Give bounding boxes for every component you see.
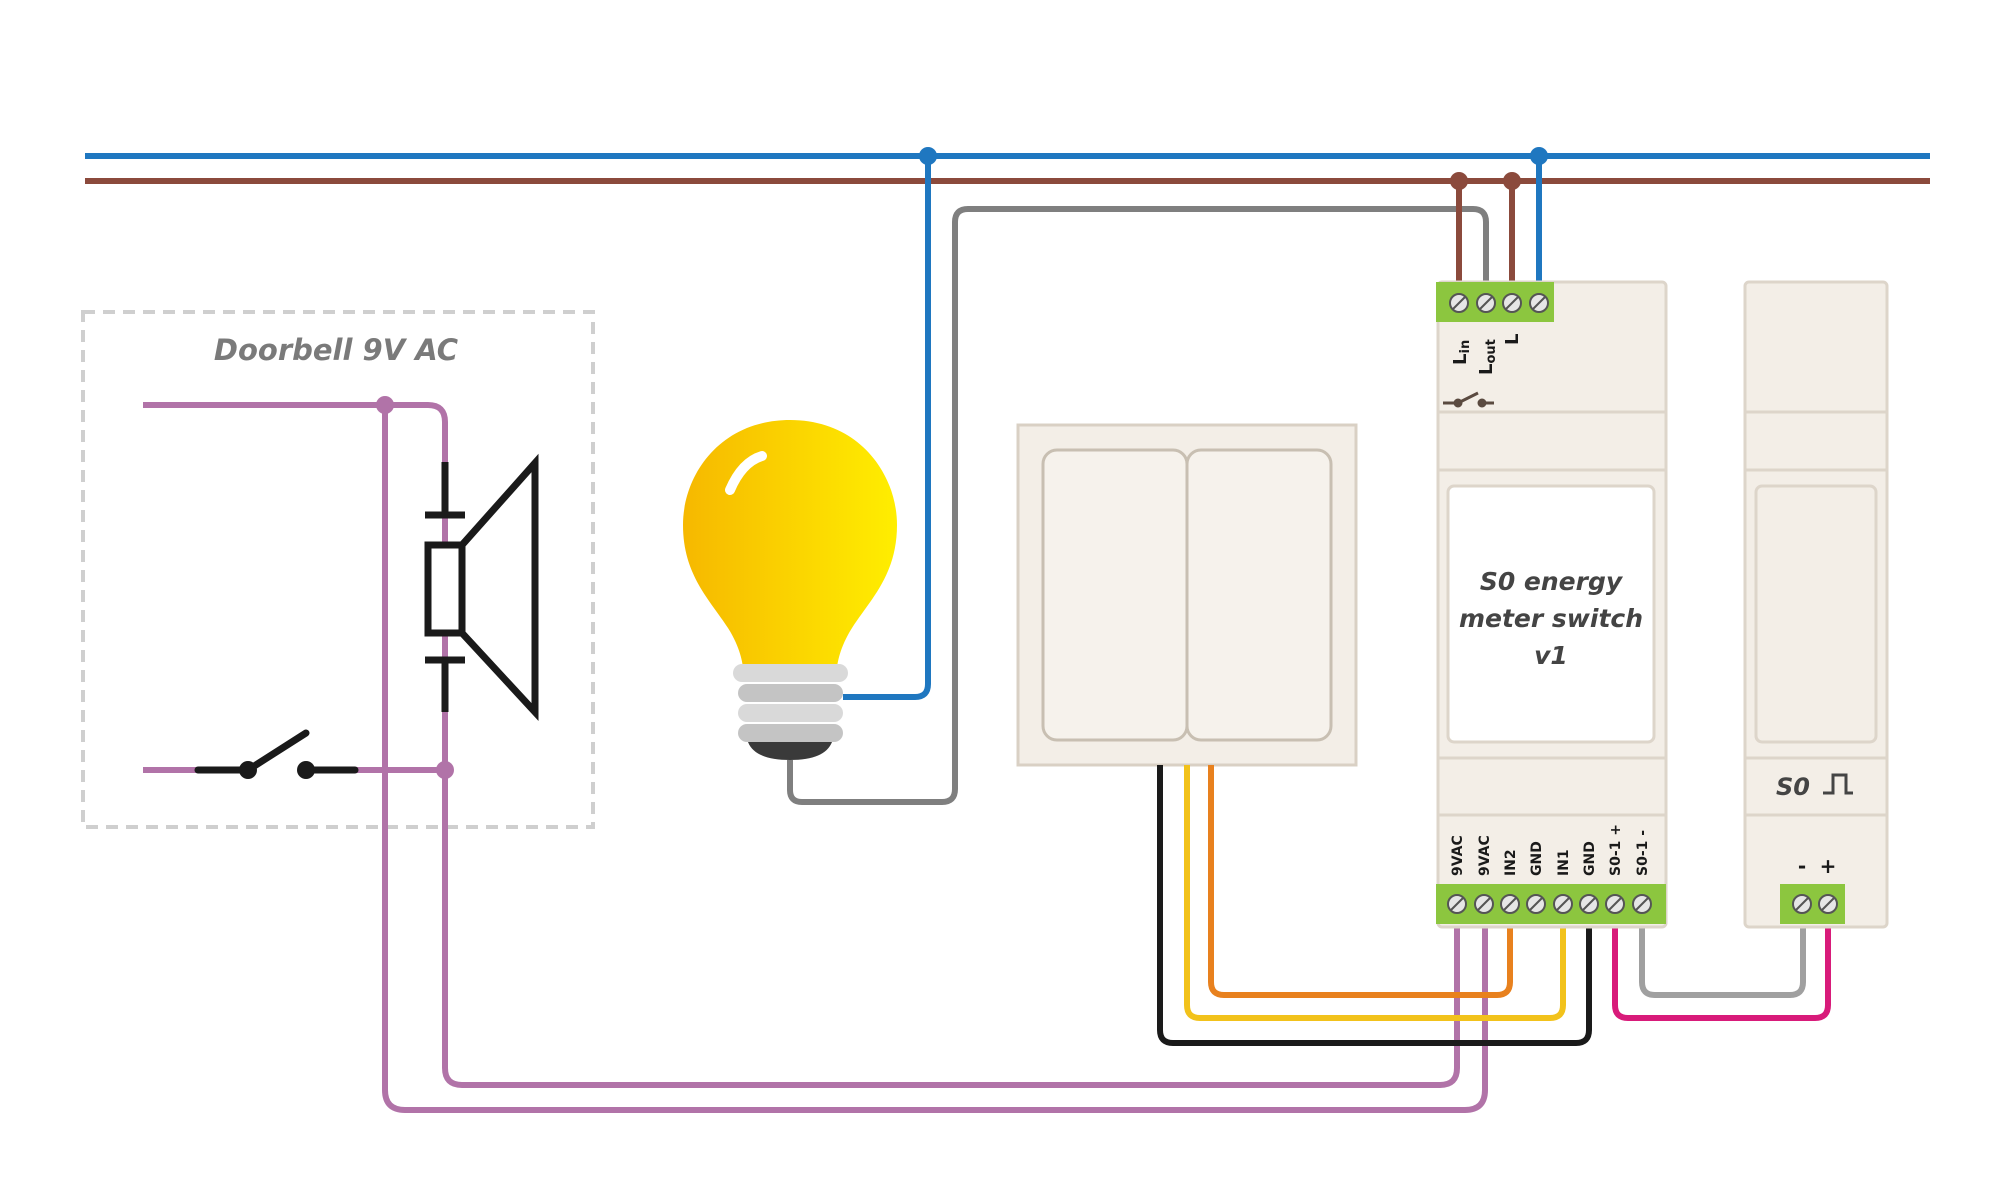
terminal-label-lout: Lout [1476,339,1499,375]
meter-terminal-minus: - [1798,854,1806,878]
top-terminal-screw-1 [1449,293,1469,313]
bottom-terminal-screw-1 [1447,894,1467,914]
doorbell-junction-top [376,396,394,414]
wall-switch [1016,423,1358,767]
bottom-terminal-label: S0-1 + [1608,824,1624,876]
live-junction-lin [1450,172,1468,190]
bottom-terminal-screw-5 [1553,894,1573,914]
bottom-terminal-label: GND [1582,841,1598,876]
module-label-window [1446,484,1656,744]
pushbutton-switch-icon [194,729,359,779]
bottom-terminal-screw-8 [1632,894,1652,914]
bottom-terminal-label: S0-1 - [1635,830,1651,876]
live-junction-l [1503,172,1521,190]
s0-module: S0 energy meter switch v1 [1436,280,1668,929]
meter-label: S0 [1776,773,1810,801]
in1-wire [1184,765,1566,1021]
top-terminal-screw-4 [1529,293,1549,313]
speaker-icon [424,453,539,721]
top-terminal-screw-2 [1476,293,1496,313]
bulb-neutral-wire [843,156,931,700]
bottom-terminal-screw-3 [1500,894,1520,914]
pulse-icon [1823,773,1853,795]
s0-minus-wire [1639,925,1806,998]
meter-terminal-screw-1 [1792,894,1812,914]
terminal-label-lin: Lin [1450,340,1473,365]
in2-wire [1208,765,1513,998]
bottom-terminal-screw-7 [1605,894,1625,914]
bottom-terminal-label: 9VAC [1477,835,1493,876]
s0-meter: S0 - + [1743,280,1889,929]
module-title-line-3: v1 [1534,641,1568,670]
neutral-junction-module [1530,147,1548,165]
meter-terminal-screw-2 [1818,894,1838,914]
s0-plus-wire [1612,925,1831,1021]
bottom-terminal-label: 9VAC [1450,835,1466,876]
bottom-terminal-label: IN2 [1503,849,1519,876]
bottom-terminal-screw-4 [1526,894,1546,914]
module-title-line-2: meter switch [1459,604,1643,633]
light-bulb-icon [683,420,897,760]
module-bottom-terminal-block [1436,884,1666,924]
relay-contact-icon [1443,391,1494,408]
bottom-terminal-screw-2 [1474,894,1494,914]
doorbell-title: Doorbell 9V AC [214,333,458,367]
bottom-terminal-label: IN1 [1556,849,1572,876]
module-title-line-1: S0 energy [1480,567,1624,596]
bottom-terminal-screw-6 [1579,894,1599,914]
switch-rocker-right [1185,448,1333,742]
bottom-terminal-label: GND [1529,841,1545,876]
meter-terminal-plus: + [1820,854,1837,878]
neutral-junction-bulb [919,147,937,165]
bulb-switched-wire [787,206,1489,805]
switch-rocker-left [1041,448,1189,742]
top-terminal-screw-3 [1502,293,1522,313]
terminal-label-l: L [1502,334,1523,345]
doorbell-box [81,310,595,829]
doorbell-junction-bottom [436,761,454,779]
meter-window [1754,484,1878,744]
module-top-terminal-block [1436,282,1554,322]
gnd-wire [1157,765,1592,1046]
